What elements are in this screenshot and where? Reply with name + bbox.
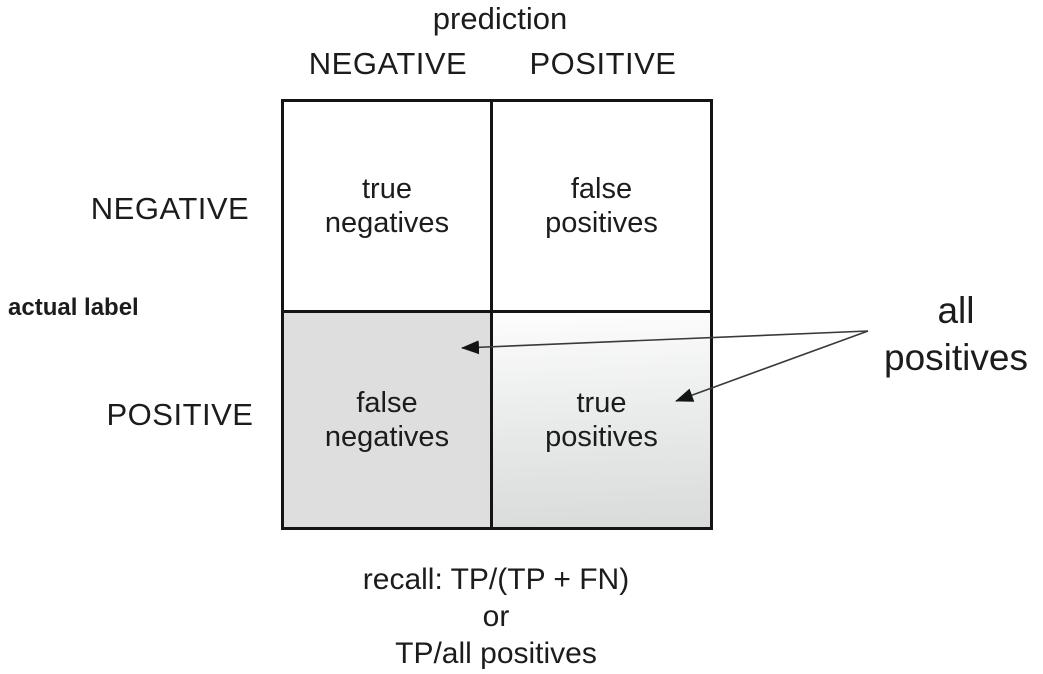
- column-header-negative: NEGATIVE: [308, 46, 468, 81]
- all-positives-annotation: all positives: [884, 290, 1028, 378]
- row-header-positive: POSITIVE: [106, 397, 254, 432]
- cell-false-positives: false positives: [493, 102, 710, 313]
- recall-formula-line-1: recall: TP/(TP + FN): [362, 563, 630, 596]
- row-header-negative: NEGATIVE: [90, 191, 250, 226]
- column-header-positive: POSITIVE: [529, 46, 677, 81]
- confusion-matrix-grid: true negatives false positives false neg…: [281, 99, 713, 530]
- recall-formula-line-3: TP/all positives: [395, 637, 597, 670]
- recall-formula: recall: TP/(TP + FN) or TP/all positives: [296, 561, 696, 672]
- recall-formula-line-2: or: [482, 600, 510, 633]
- actual-axis-label: actual label: [8, 294, 139, 321]
- cell-true-negatives: true negatives: [284, 102, 493, 313]
- cell-true-positives: true positives: [493, 313, 710, 527]
- cell-false-negatives: false negatives: [284, 313, 493, 527]
- prediction-axis-label: prediction: [432, 1, 568, 36]
